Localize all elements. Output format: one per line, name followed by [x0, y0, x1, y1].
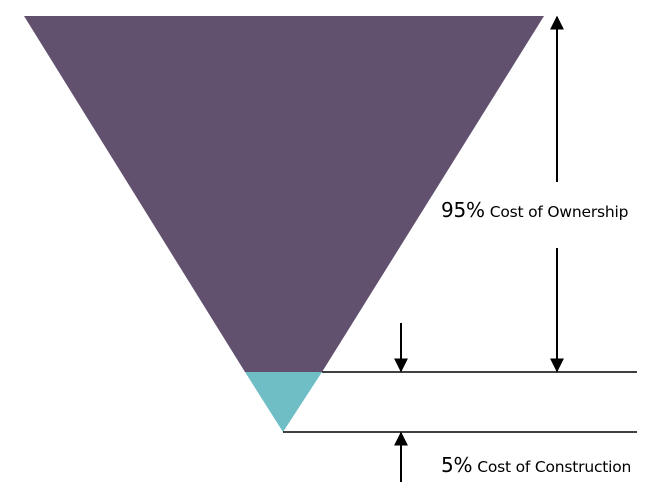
ownership-percent: 95% [441, 198, 485, 222]
construction-description: Cost of Construction [477, 458, 632, 476]
construction-percent: 5% [441, 453, 473, 477]
construction-triangle-tip [245, 372, 322, 432]
construction-label: 5% Cost of Construction [441, 455, 631, 476]
ownership-label: 95% Cost of Ownership [441, 200, 628, 221]
ownership-triangle-section [24, 16, 544, 372]
ownership-description: Cost of Ownership [489, 203, 629, 221]
